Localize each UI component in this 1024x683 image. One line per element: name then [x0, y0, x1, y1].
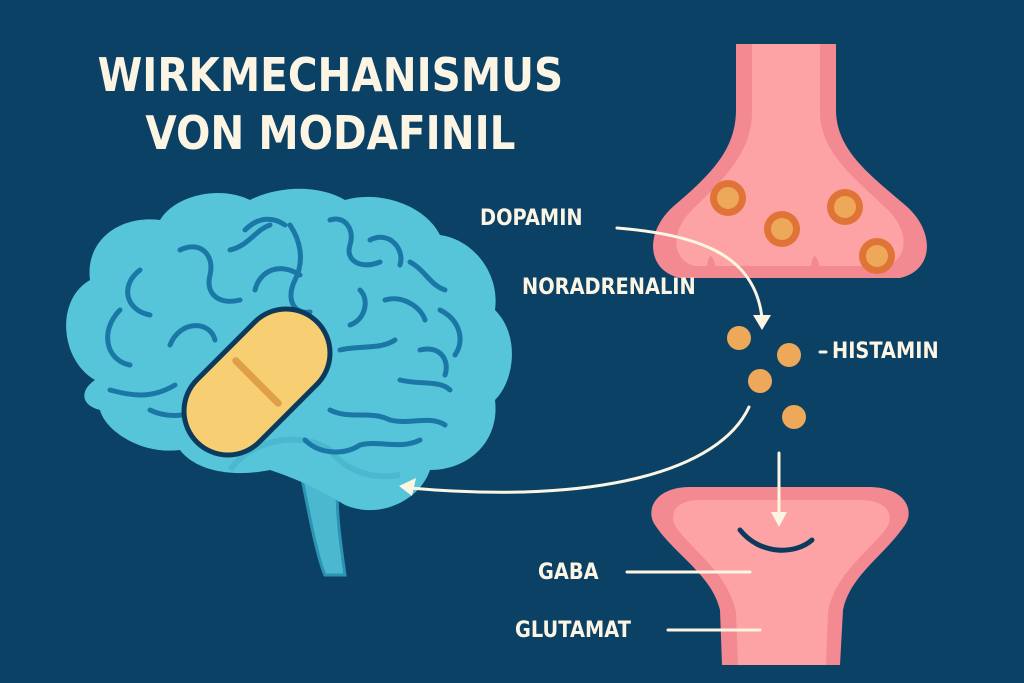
arrow-to-brain: [408, 405, 751, 494]
vesicles: [710, 180, 895, 274]
neurotransmitter-dot-icon: [727, 326, 806, 429]
presynaptic-terminal-icon: [653, 44, 927, 278]
label-histamin: HISTAMIN: [832, 339, 939, 364]
title-line-2: VON MODAFINIL: [145, 106, 516, 160]
arrow-dopamin-to-cleft: [615, 226, 764, 320]
pill-icon: [181, 306, 333, 458]
postsynaptic-terminal-icon: [651, 487, 909, 665]
label-gaba: GABA: [538, 560, 599, 585]
page-title: WIRKMECHANISMUS VON MODAFINIL: [84, 46, 577, 162]
label-glutamat: GLUTAMAT: [515, 618, 631, 643]
title-line-1: WIRKMECHANISMUS: [97, 48, 564, 102]
label-dopamin: DOPAMIN: [480, 206, 583, 231]
label-noradrenalin: NORADRENALIN: [522, 275, 696, 300]
